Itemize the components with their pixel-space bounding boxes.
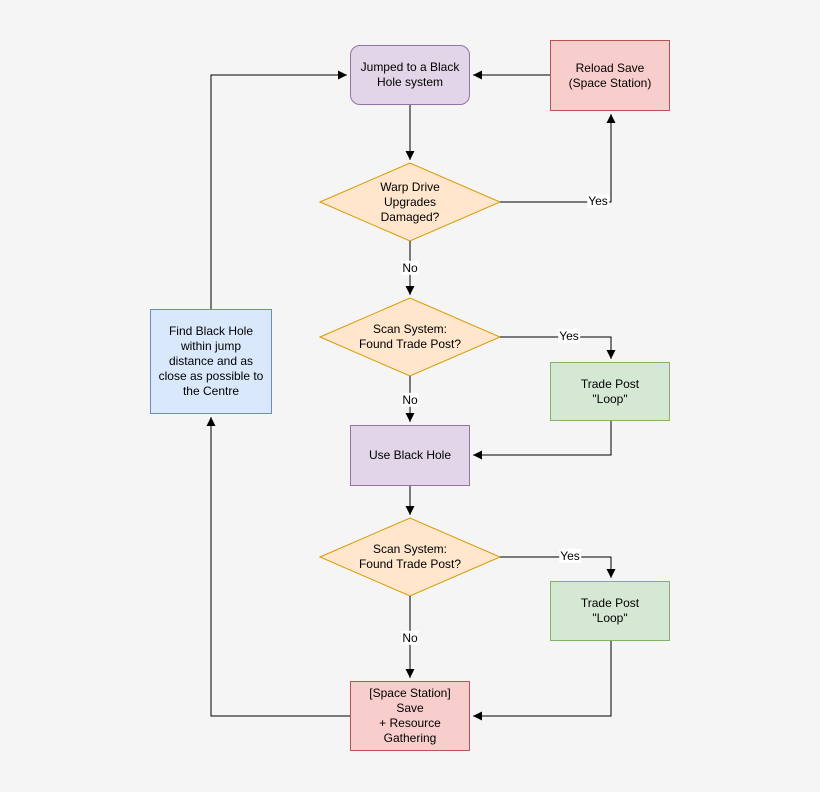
node-scan-system-2: Scan System: Found Trade Post?: [358, 542, 462, 571]
edge-scan2-yes-to-trade2: [500, 556, 616, 578]
node-warp-drive-damaged: Warp Drive Upgrades Damaged?: [380, 179, 440, 224]
edge-label-no-1: No: [401, 260, 419, 276]
node-jumped-black-hole-system: Jumped to a Black Hole system: [350, 45, 470, 105]
edge-label-no-2: No: [401, 392, 419, 408]
edge-warp-yes-to-reload: [500, 114, 616, 203]
edge-trade1-to-use: [473, 421, 612, 460]
node-scan-system-1: Scan System: Found Trade Post?: [358, 322, 462, 351]
node-find-black-hole: Find Black Hole within jump distance and…: [150, 309, 272, 414]
edge-trade2-to-station: [473, 641, 612, 721]
edge-label-yes-1: Yes: [587, 193, 609, 209]
edge-label-yes-2: Yes: [558, 328, 580, 344]
node-trade-post-loop-1: Trade Post "Loop": [550, 362, 670, 421]
node-space-station-save: [Space Station] Save + Resource Gatherin…: [350, 681, 470, 751]
node-use-black-hole: Use Black Hole: [350, 425, 470, 486]
edge-station-to-find: [206, 417, 350, 717]
edge-find-to-jumped: [210, 70, 347, 309]
edge-label-no-3: No: [401, 630, 419, 646]
edge-label-yes-3: Yes: [559, 548, 581, 564]
node-trade-post-loop-2: Trade Post "Loop": [550, 581, 670, 641]
edge-scan1-yes-to-trade1: [500, 336, 616, 359]
node-reload-save: Reload Save (Space Station): [550, 40, 670, 111]
